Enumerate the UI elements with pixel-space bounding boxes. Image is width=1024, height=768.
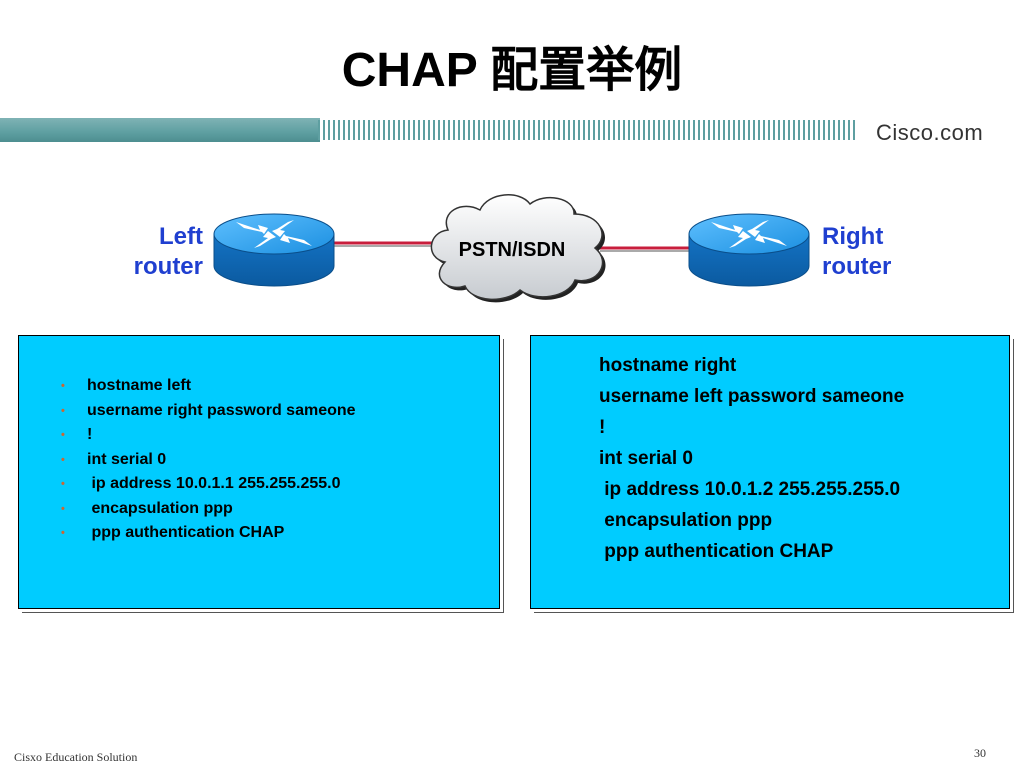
left-config-list: hostname left username right password sa… xyxy=(61,374,356,546)
page-number: 30 xyxy=(974,746,986,760)
cisco-logo: Cisco.com xyxy=(876,120,984,145)
left-config-line: int serial 0 xyxy=(61,448,356,473)
right-config-line: ppp authentication CHAP xyxy=(599,541,834,562)
left-config-line: encapsulation ppp xyxy=(61,497,356,522)
left-router-label: Left router xyxy=(129,222,203,282)
right-config-line: username left password sameone xyxy=(599,386,905,407)
right-config-box: hostname right username left password sa… xyxy=(530,335,1010,609)
left-router-label-line1: Left xyxy=(159,223,203,250)
left-config-box: hostname left username right password sa… xyxy=(18,335,500,609)
right-config-line: ! xyxy=(599,417,606,438)
right-config-line: encapsulation ppp xyxy=(599,510,773,531)
right-config-list: hostname right username left password sa… xyxy=(599,350,904,567)
slide-title: CHAP 配置举例 xyxy=(341,44,683,97)
banner-stripes xyxy=(318,120,858,140)
banner-solid-bar xyxy=(0,118,320,142)
right-router-icon xyxy=(688,213,810,287)
left-config-line: ppp authentication CHAP xyxy=(61,521,356,546)
cloud-label: PSTN/ISDN xyxy=(459,239,566,261)
left-config-line: username right password sameone xyxy=(61,399,355,424)
pstn-isdn-cloud-icon xyxy=(430,194,606,303)
footer-text: Cisxo Education Solution xyxy=(14,750,138,764)
right-router-label: Right router xyxy=(822,222,891,282)
left-router-label-line2: router xyxy=(133,253,203,280)
right-config-line: ip address 10.0.1.2 255.255.255.0 xyxy=(599,479,901,500)
left-config-line: hostname left xyxy=(61,374,356,399)
left-config-line: ip address 10.0.1.1 255.255.255.0 xyxy=(61,472,356,497)
left-config-line: ! xyxy=(61,423,356,448)
left-router-icon xyxy=(213,213,335,287)
right-config-line: hostname right xyxy=(599,355,737,376)
right-router-label-line1: Right xyxy=(822,223,884,250)
right-config-line: int serial 0 xyxy=(599,448,693,469)
right-router-label-line2: router xyxy=(822,253,892,280)
cisco-banner: Cisco.com xyxy=(0,118,1024,148)
